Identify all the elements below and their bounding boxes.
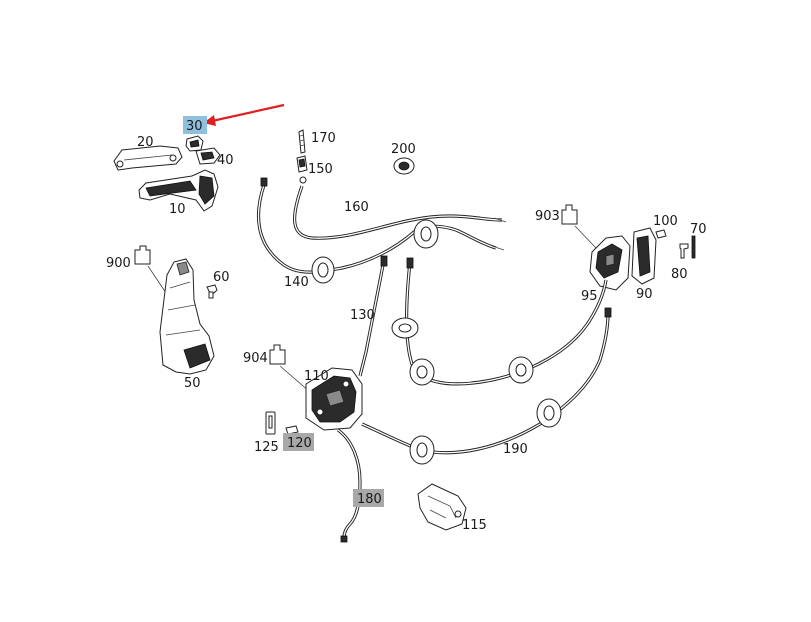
label-90[interactable]: 90 (636, 287, 653, 302)
grommet-rear-1 (391, 317, 419, 339)
label-100[interactable]: 100 (653, 214, 678, 229)
part-125-plate[interactable] (265, 411, 276, 435)
part-95-rear-lock[interactable] (589, 235, 631, 291)
part-50-window-carrier[interactable] (159, 258, 215, 375)
label-60[interactable]: 60 (213, 270, 230, 285)
part-900-connector-icon[interactable] (134, 245, 169, 297)
label-180[interactable]: 180 (357, 492, 382, 507)
label-30-highlight (183, 116, 207, 134)
part-170-spring[interactable] (298, 129, 306, 154)
label-150[interactable]: 150 (308, 162, 333, 177)
label-900[interactable]: 900 (106, 256, 131, 271)
part-100-pin[interactable] (655, 229, 667, 239)
part-140-cable[interactable] (257, 177, 505, 274)
part-80-screw[interactable] (679, 243, 689, 259)
label-190[interactable]: 190 (503, 442, 528, 457)
part-115-cover[interactable] (417, 483, 467, 531)
label-160[interactable]: 160 (344, 200, 369, 215)
part-60-screw[interactable] (206, 284, 218, 299)
part-110-front-lock[interactable] (305, 367, 363, 431)
part-40-clip[interactable] (195, 147, 221, 165)
part-150-cable-end[interactable] (296, 155, 308, 184)
part-180-cable[interactable] (337, 428, 362, 543)
label-30[interactable]: 30 (186, 119, 203, 134)
label-903[interactable]: 903 (535, 209, 560, 224)
part-903-connector-icon[interactable] (561, 204, 597, 249)
part-160-cable[interactable] (293, 185, 507, 240)
label-200[interactable]: 200 (391, 142, 416, 157)
part-90-bracket[interactable] (631, 227, 657, 285)
part-30-handle-cap[interactable] (185, 135, 204, 152)
part-130-cable[interactable] (358, 255, 388, 377)
label-10[interactable]: 10 (169, 202, 186, 217)
grommet-160-upper (413, 219, 439, 249)
label-120-highlight (283, 433, 314, 451)
label-180-highlight (353, 489, 384, 507)
grommet-rear-3 (508, 356, 534, 384)
label-95[interactable]: 95 (581, 289, 598, 304)
part-120-screw[interactable] (285, 425, 299, 435)
grommet-140-lower (311, 256, 335, 284)
label-40[interactable]: 40 (217, 153, 234, 168)
part-200-cap[interactable] (393, 157, 415, 175)
label-130[interactable]: 130 (350, 308, 375, 323)
label-20[interactable]: 20 (137, 135, 154, 150)
red-pointer-arrow (203, 103, 285, 126)
label-80[interactable]: 80 (671, 267, 688, 282)
label-50[interactable]: 50 (184, 376, 201, 391)
label-110[interactable]: 110 (304, 369, 329, 384)
part-70-rod[interactable] (691, 235, 696, 259)
part-904-connector-icon[interactable] (269, 344, 311, 393)
label-140[interactable]: 140 (284, 275, 309, 290)
label-115[interactable]: 115 (462, 518, 487, 533)
label-120[interactable]: 120 (287, 436, 312, 451)
part-10-handle-carrier[interactable] (138, 169, 219, 212)
label-70[interactable]: 70 (690, 222, 707, 237)
rear-cable-long[interactable] (404, 257, 608, 386)
label-125[interactable]: 125 (254, 440, 279, 455)
label-170[interactable]: 170 (311, 131, 336, 146)
grommet-190-1 (409, 435, 435, 465)
grommet-190-2 (536, 398, 562, 428)
grommet-rear-2 (409, 358, 435, 386)
outside-handle-cover-20[interactable] (113, 145, 183, 171)
label-904[interactable]: 904 (243, 351, 268, 366)
